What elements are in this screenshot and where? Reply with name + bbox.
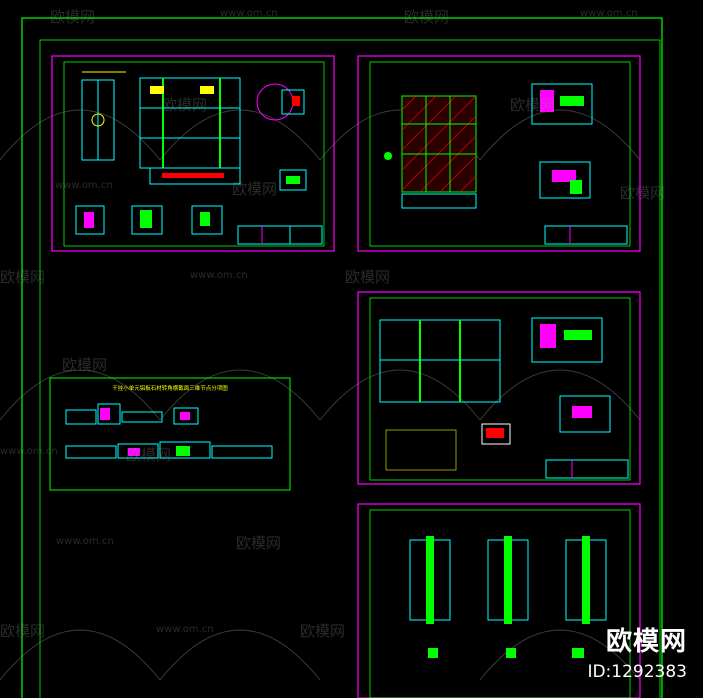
watermark-url-5: www.om.cn — [0, 446, 58, 457]
watermark-logo-10: 欧模网 — [126, 446, 172, 464]
sheet-3-title: 干挂小单元铝板石材转角横截面三维节点分项图 — [112, 384, 228, 392]
outer-frame — [21, 17, 663, 698]
watermark-logo-12: 欧模网 — [0, 622, 46, 640]
sheet-4 — [357, 291, 641, 485]
watermark-logo-3: 欧模网 — [162, 96, 208, 114]
watermark-logo-13: 欧模网 — [300, 622, 346, 640]
watermark-logo-1: 欧模网 — [50, 8, 96, 26]
watermark-logo-5: 欧模网 — [232, 180, 278, 198]
sheet-3: 干挂小单元铝板石材转角横截面三维节点分项图 — [49, 377, 291, 491]
watermark-url-3: www.om.cn — [55, 180, 113, 191]
watermark-url-2: www.om.cn — [580, 8, 638, 19]
watermark-url-4: www.om.cn — [190, 270, 248, 281]
watermark-logo-11: 欧模网 — [236, 534, 282, 552]
sheet-1 — [51, 55, 335, 252]
watermark-logo-9: 欧模网 — [62, 356, 108, 374]
watermark-logo-4: 欧模网 — [510, 96, 556, 114]
watermark-url-7: www.om.cn — [156, 624, 214, 635]
brand-logo: 欧模网 — [605, 627, 687, 657]
watermark-logo-8: 欧模网 — [345, 268, 391, 286]
outer-inner-frame — [39, 39, 661, 698]
sheet-5 — [357, 503, 641, 698]
watermark-logo-6: 欧模网 — [620, 184, 666, 202]
watermark-url-6: www.om.cn — [56, 536, 114, 547]
sheet-2 — [357, 55, 641, 252]
watermark-logo-2: 欧模网 — [404, 8, 450, 26]
watermark-url-1: www.om.cn — [220, 8, 278, 19]
brand-id-label: ID:1292383 — [587, 662, 687, 682]
watermark-logo-7: 欧模网 — [0, 268, 46, 286]
watermark-arcs — [0, 109, 641, 681]
